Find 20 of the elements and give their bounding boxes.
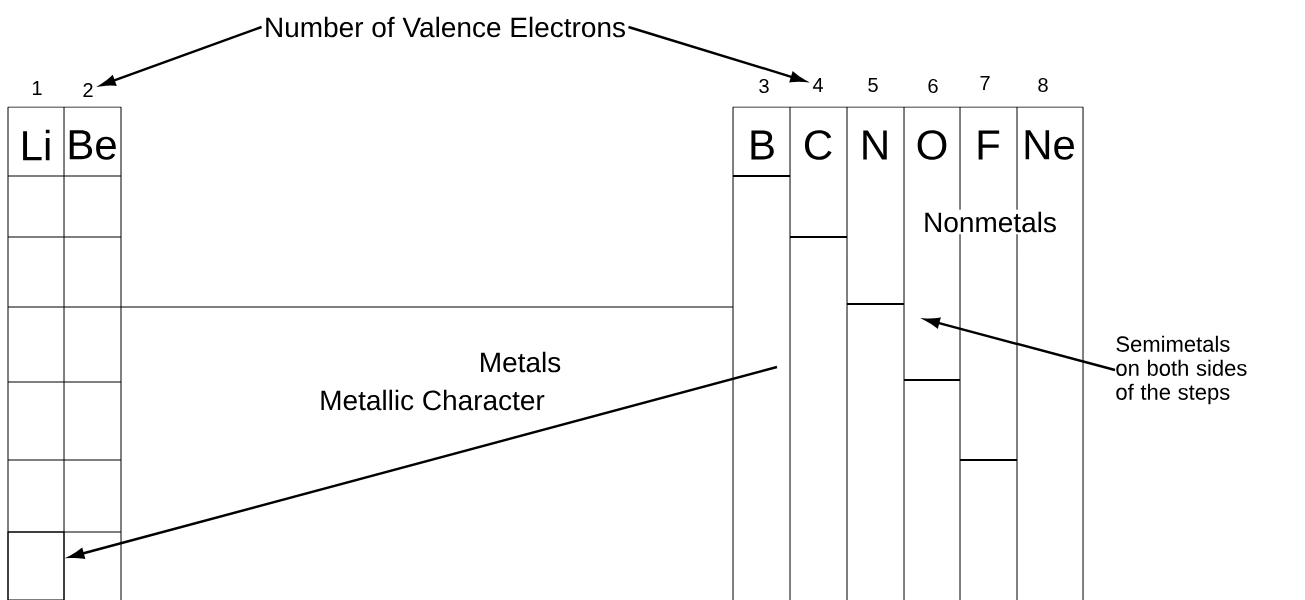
table-cell	[7, 531, 65, 600]
element-symbol: F	[978, 130, 1000, 160]
column-number: 4	[812, 78, 823, 92]
element-symbol: Be	[69, 130, 116, 160]
element-symbol: C	[805, 130, 832, 160]
heading-text: Number of Valence Electrons	[266, 16, 625, 38]
element-symbol: N	[863, 130, 887, 160]
column-number: 7	[980, 76, 990, 90]
element-symbol: Li	[23, 129, 50, 161]
region-label: Nonmetals	[921, 209, 1059, 235]
element-symbol: B	[751, 130, 774, 160]
note-text: Semimetals on both sides of the steps	[1116, 335, 1247, 405]
column-number: 1	[33, 81, 42, 95]
element-symbol: O	[917, 130, 947, 160]
column-number: 3	[759, 78, 769, 94]
column-number: 8	[1038, 77, 1048, 93]
column-number: 6	[928, 78, 938, 94]
column-number: 2	[83, 83, 93, 97]
column-number: 5	[868, 78, 878, 92]
element-symbol: Ne	[1025, 130, 1074, 160]
